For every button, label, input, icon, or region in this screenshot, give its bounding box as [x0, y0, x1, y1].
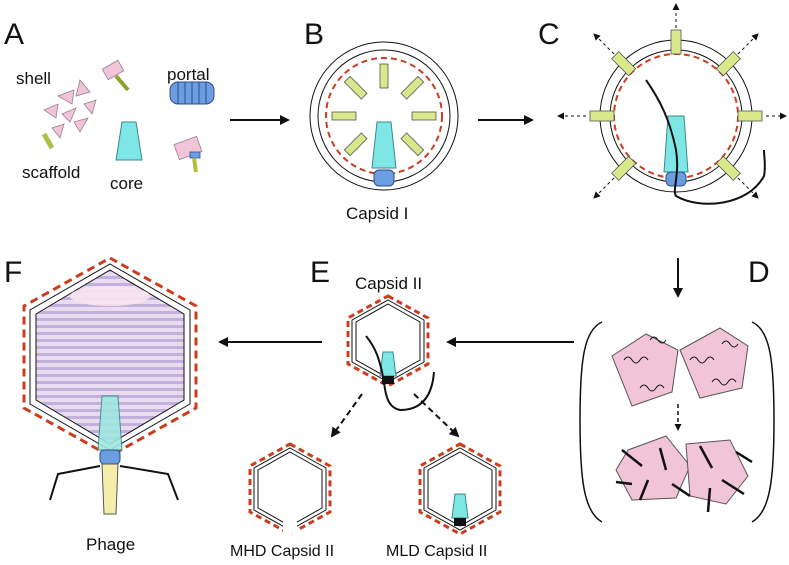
core-protein [115, 121, 143, 161]
capsid-i-caption: Capsid I [346, 204, 408, 223]
panel-letter-e: E [310, 256, 330, 289]
d-springs [623, 336, 739, 392]
panel-e: E Capsid II MHD Capsid II MLD Capsid II [230, 256, 502, 560]
portal-label: portal [167, 65, 210, 84]
d-protein-pentamer-right [679, 327, 749, 399]
phage-core [97, 395, 123, 451]
panel-letter-b: B [304, 18, 324, 51]
panel-letter-f: F [4, 256, 22, 289]
panel-b: B Capsid I [304, 18, 459, 223]
shell-scaffold-complex [101, 59, 130, 92]
shell-subunit [57, 89, 75, 105]
phage-tail-fiber-left [49, 465, 101, 501]
mld-capsid-caption: MLD Capsid II [386, 543, 487, 560]
core-label: core [110, 174, 143, 193]
e-dna-strand [365, 335, 435, 412]
panel-f: F Phage [4, 256, 198, 554]
bracket-right [751, 321, 775, 523]
dna-strand [645, 79, 766, 205]
bracket-left [579, 321, 603, 523]
shell-subunit [75, 79, 91, 97]
phage-portal [99, 449, 121, 465]
shell-subunit [61, 107, 77, 123]
shell-subunit [51, 123, 65, 139]
d-hex-left [615, 435, 691, 501]
panel-d: D [579, 256, 775, 523]
phage-tail-fiber-right [119, 465, 179, 501]
phage-membrane [22, 256, 198, 458]
capsid-portal [373, 169, 395, 187]
mhd-capsid [248, 442, 332, 536]
panel-c: C [538, 3, 787, 205]
mhd-capsid-caption: MHD Capsid II [230, 543, 334, 560]
panel-a: A shell portal scaffold core [4, 18, 215, 193]
d-sticks [615, 445, 753, 513]
shell-label: shell [16, 69, 51, 88]
phage-tail [101, 463, 119, 515]
panel-letter-a: A [4, 18, 24, 51]
capsid-ii-caption: Capsid II [355, 274, 422, 293]
scaffold-label: scaffold [22, 163, 80, 182]
e-portal [382, 376, 394, 384]
arrow-e-to-mld [413, 393, 460, 438]
exit-arrows [557, 3, 787, 199]
portal-ring [169, 81, 215, 105]
phage-dna-top [70, 286, 150, 306]
scaffold-protein [41, 132, 55, 150]
capsid-core [371, 121, 397, 169]
shell-subunits [43, 79, 97, 139]
exiting-scaffolds [589, 29, 763, 181]
e-capsid-membrane [346, 294, 430, 388]
shell-subunit [73, 117, 89, 133]
shell-subunit [83, 99, 97, 115]
phage-caption: Phage [86, 535, 135, 554]
arrow-e-to-mhd [330, 393, 363, 438]
scaffold-ring [331, 63, 437, 157]
panel-letter-d: D [748, 256, 770, 289]
panel-letter-c: C [538, 18, 560, 51]
mld-capsid [418, 442, 502, 536]
d-hex-right [685, 439, 749, 505]
d-protein-pentamer-left [611, 333, 679, 407]
c-core [663, 115, 689, 173]
shell-portal-complex [173, 135, 203, 173]
shell-subunit [43, 103, 59, 119]
